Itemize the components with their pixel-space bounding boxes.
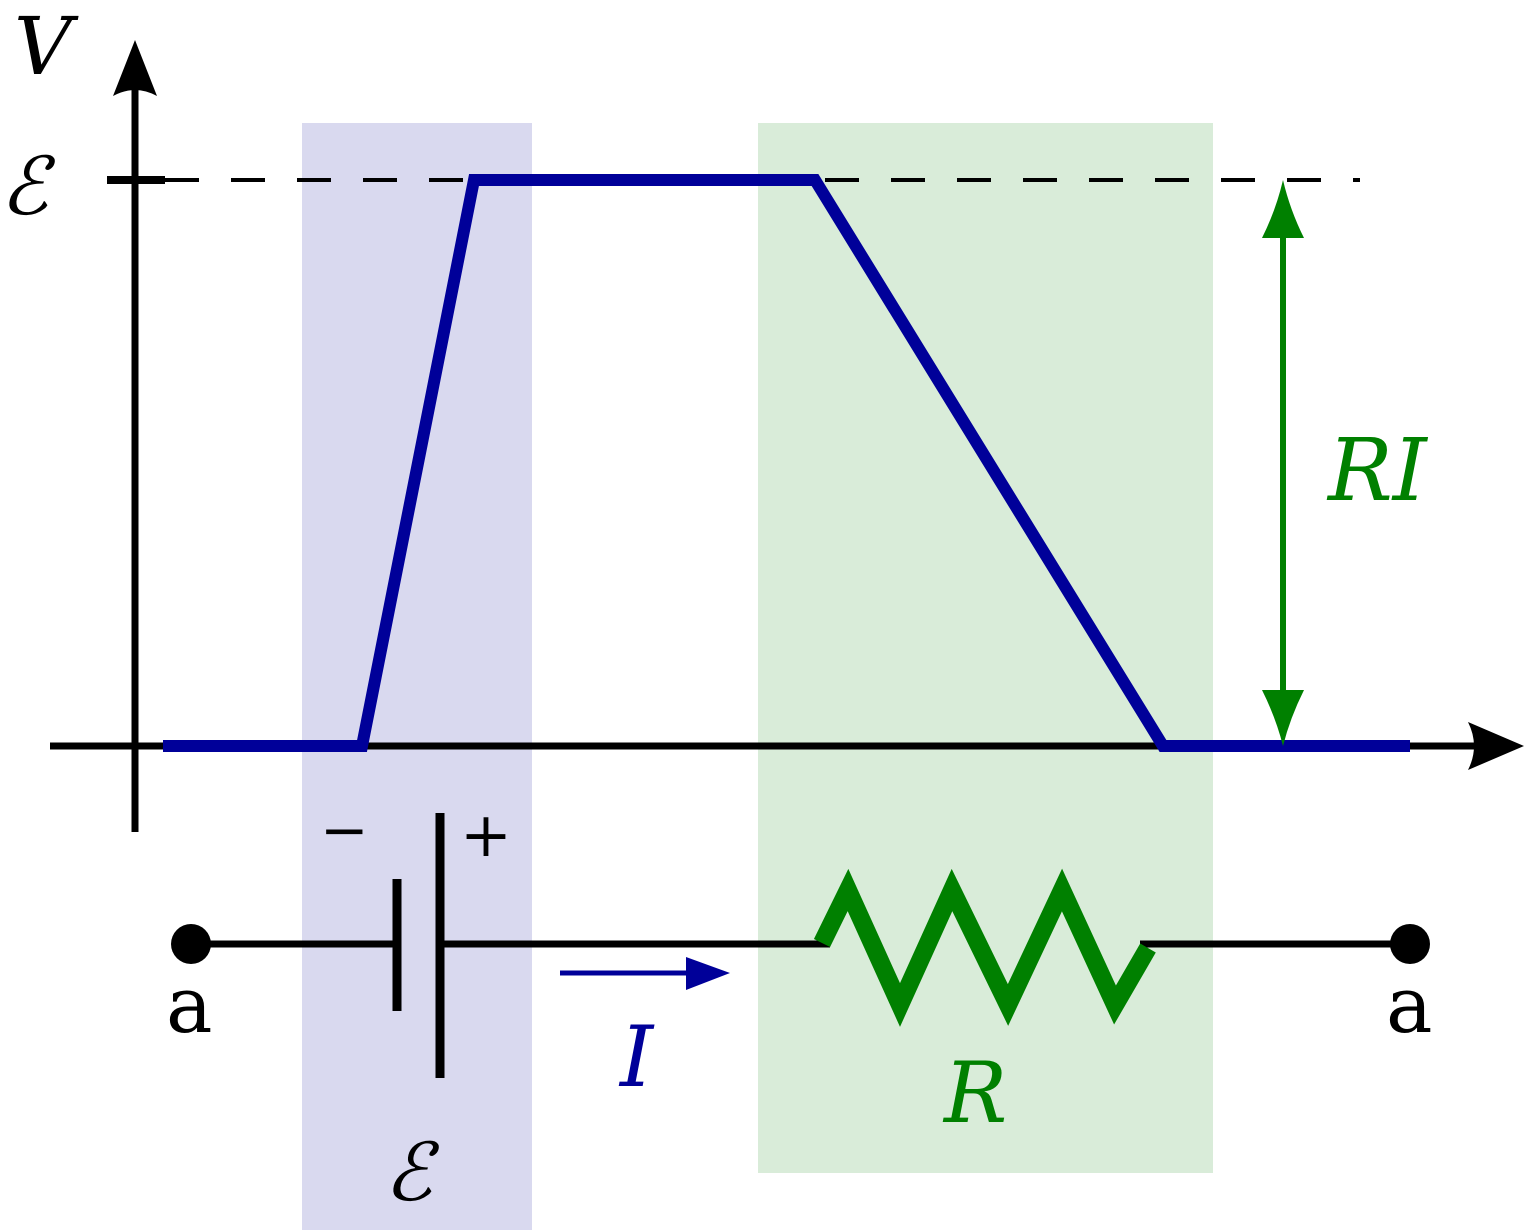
x-axis-arrowhead (1468, 722, 1524, 770)
battery-plus-sign: + (460, 798, 512, 871)
node-right (1390, 924, 1430, 964)
emf-tick-label: ℰ (0, 140, 56, 233)
resistor-region (758, 123, 1213, 1173)
current-arrowhead (686, 957, 730, 990)
ri-arrowhead-top (1262, 180, 1304, 238)
node-left-label: a (166, 961, 213, 1051)
node-right-label: a (1386, 961, 1433, 1051)
node-left (171, 924, 211, 964)
ri-drop-label: RI (1326, 421, 1429, 521)
battery-minus-sign: − (320, 796, 369, 864)
resistor-label: R (942, 1044, 1007, 1142)
battery-region (302, 123, 532, 1230)
y-axis-arrowhead (113, 40, 157, 96)
resistor-zigzag (813, 868, 1156, 1027)
current-label: I (618, 1008, 655, 1106)
y-axis-label: V (14, 0, 79, 93)
ri-arrowhead-bottom (1262, 690, 1304, 746)
potential-curve (163, 174, 1410, 752)
battery-emf-label: ℰ (384, 1126, 440, 1219)
